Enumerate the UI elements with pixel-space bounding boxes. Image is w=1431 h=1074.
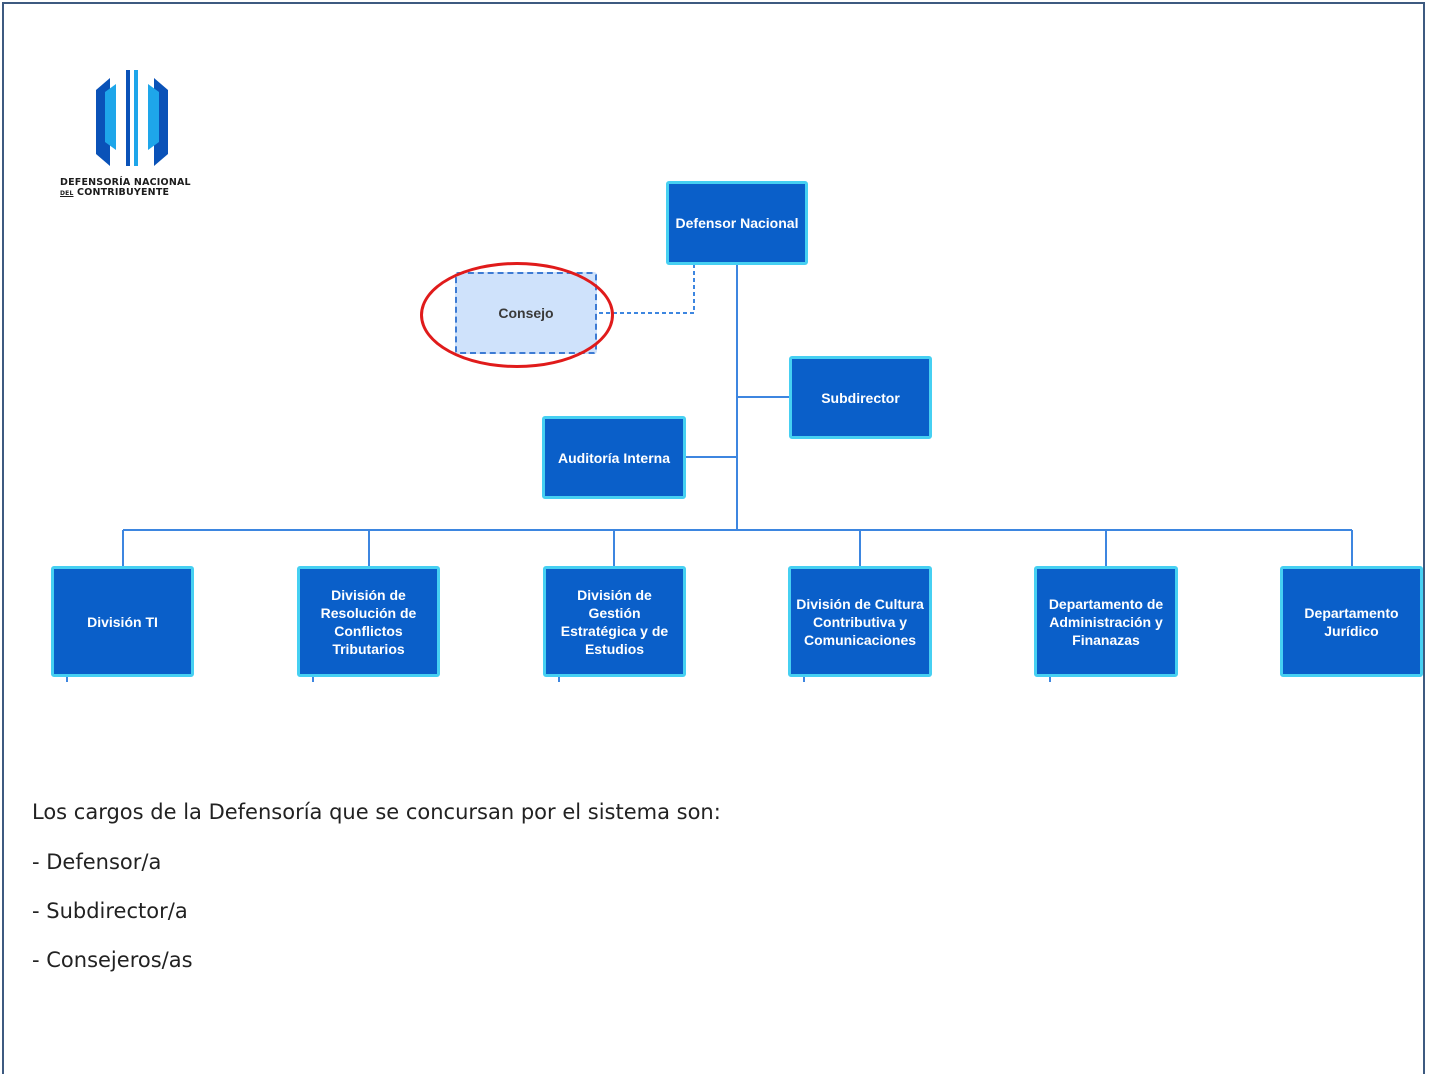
box-division-resolucion-conflictos: División de Resolución de Conflictos Tri… xyxy=(297,566,440,677)
logo-emblem-icon xyxy=(96,70,168,166)
list-item: - Consejeros/as xyxy=(32,948,193,972)
box-departamento-juridico: Departamento Jurídico xyxy=(1280,566,1423,677)
box-departamento-administracion: Departamento de Administración y Finanaz… xyxy=(1034,566,1178,677)
intro-text: Los cargos de la Defensoría que se concu… xyxy=(32,800,721,824)
list-item: - Defensor/a xyxy=(32,850,162,874)
box-auditoria-interna: Auditoría Interna xyxy=(542,416,686,499)
box-division-cultura-contributiva: División de Cultura Contributiva y Comun… xyxy=(788,566,932,677)
box-division-gestion-estrategica: División de Gestión Estratégica y de Est… xyxy=(543,566,686,677)
box-division-ti: División TI xyxy=(51,566,194,677)
logo-line-2-main: CONTRIBUYENTE xyxy=(77,187,170,198)
list-item: - Subdirector/a xyxy=(32,899,188,923)
box-subdirector: Subdirector xyxy=(789,356,932,439)
defensoria-logo: DEFENSORÍA NACIONAL DEL CONTRIBUYENTE xyxy=(60,70,210,210)
box-defensor-nacional: Defensor Nacional xyxy=(666,181,808,265)
logo-line-2-small: DEL xyxy=(60,190,74,197)
logo-line-2: DEL CONTRIBUYENTE xyxy=(60,188,210,199)
logo-wordmark: DEFENSORÍA NACIONAL DEL CONTRIBUYENTE xyxy=(60,178,210,199)
logo-line-1: DEFENSORÍA NACIONAL xyxy=(60,177,191,188)
consejo-highlight-circle xyxy=(420,262,614,368)
